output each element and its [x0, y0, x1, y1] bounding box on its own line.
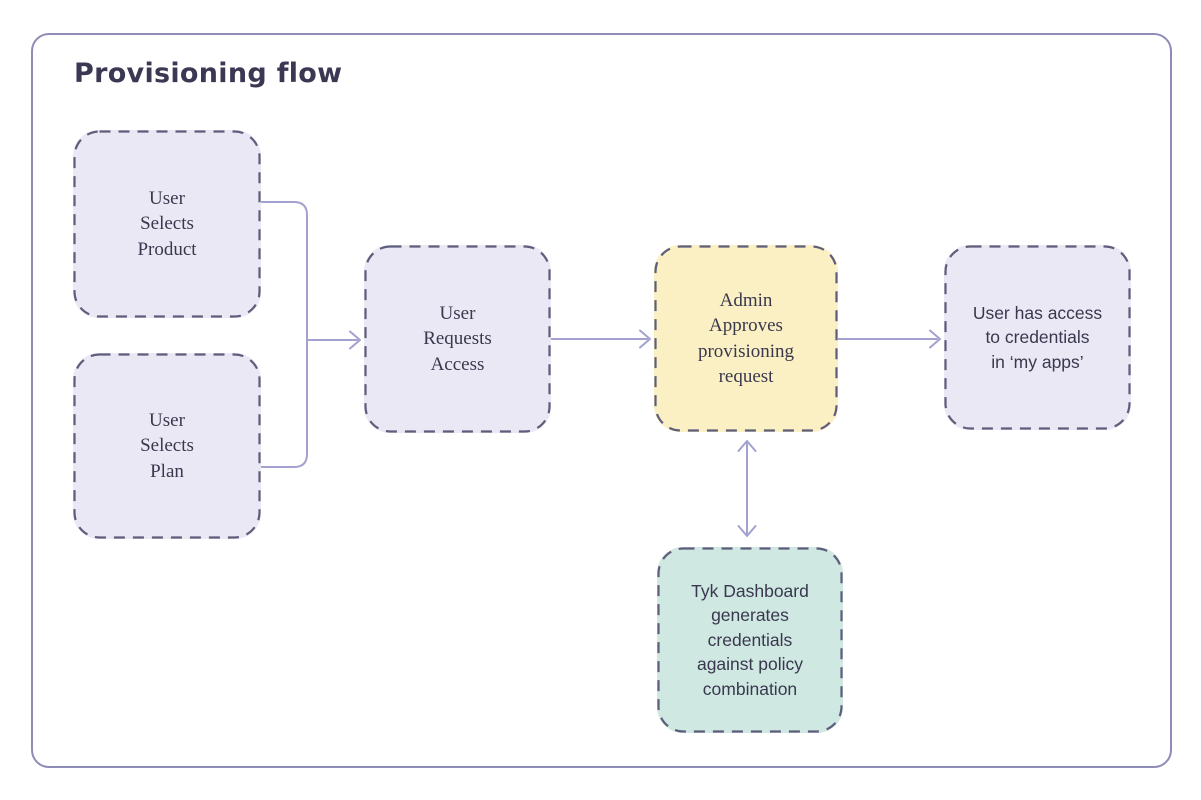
node-label: User Requests Access [423, 303, 492, 375]
node-user-requests-access: User Requests Access [364, 245, 551, 433]
node-user-selects-plan: User Selects Plan [73, 353, 261, 539]
dashed-border [73, 353, 261, 539]
node-user-has-access: User has access to credentials in ‘my ap… [944, 245, 1131, 430]
diagram-title: Provisioning flow [74, 58, 343, 89]
node-label: Admin Approves provisioning request [697, 290, 795, 387]
dashed-border [654, 245, 838, 432]
node-label: User Selects Plan [140, 410, 194, 482]
node-tyk-dashboard: Tyk Dashboard generates credentials agai… [657, 547, 843, 733]
node-label: User Selects Product [137, 188, 197, 260]
node-admin-approves: Admin Approves provisioning request [654, 245, 838, 432]
dashed-border [364, 245, 551, 433]
node-user-selects-product: User Selects Product [73, 130, 261, 318]
node-label: Tyk Dashboard generates credentials agai… [691, 580, 809, 699]
dashed-border [73, 130, 261, 318]
dashed-border [657, 547, 843, 733]
diagram-frame [31, 33, 1172, 768]
dashed-border [944, 245, 1131, 430]
node-label: User has access to credentials in ‘my ap… [972, 302, 1103, 372]
